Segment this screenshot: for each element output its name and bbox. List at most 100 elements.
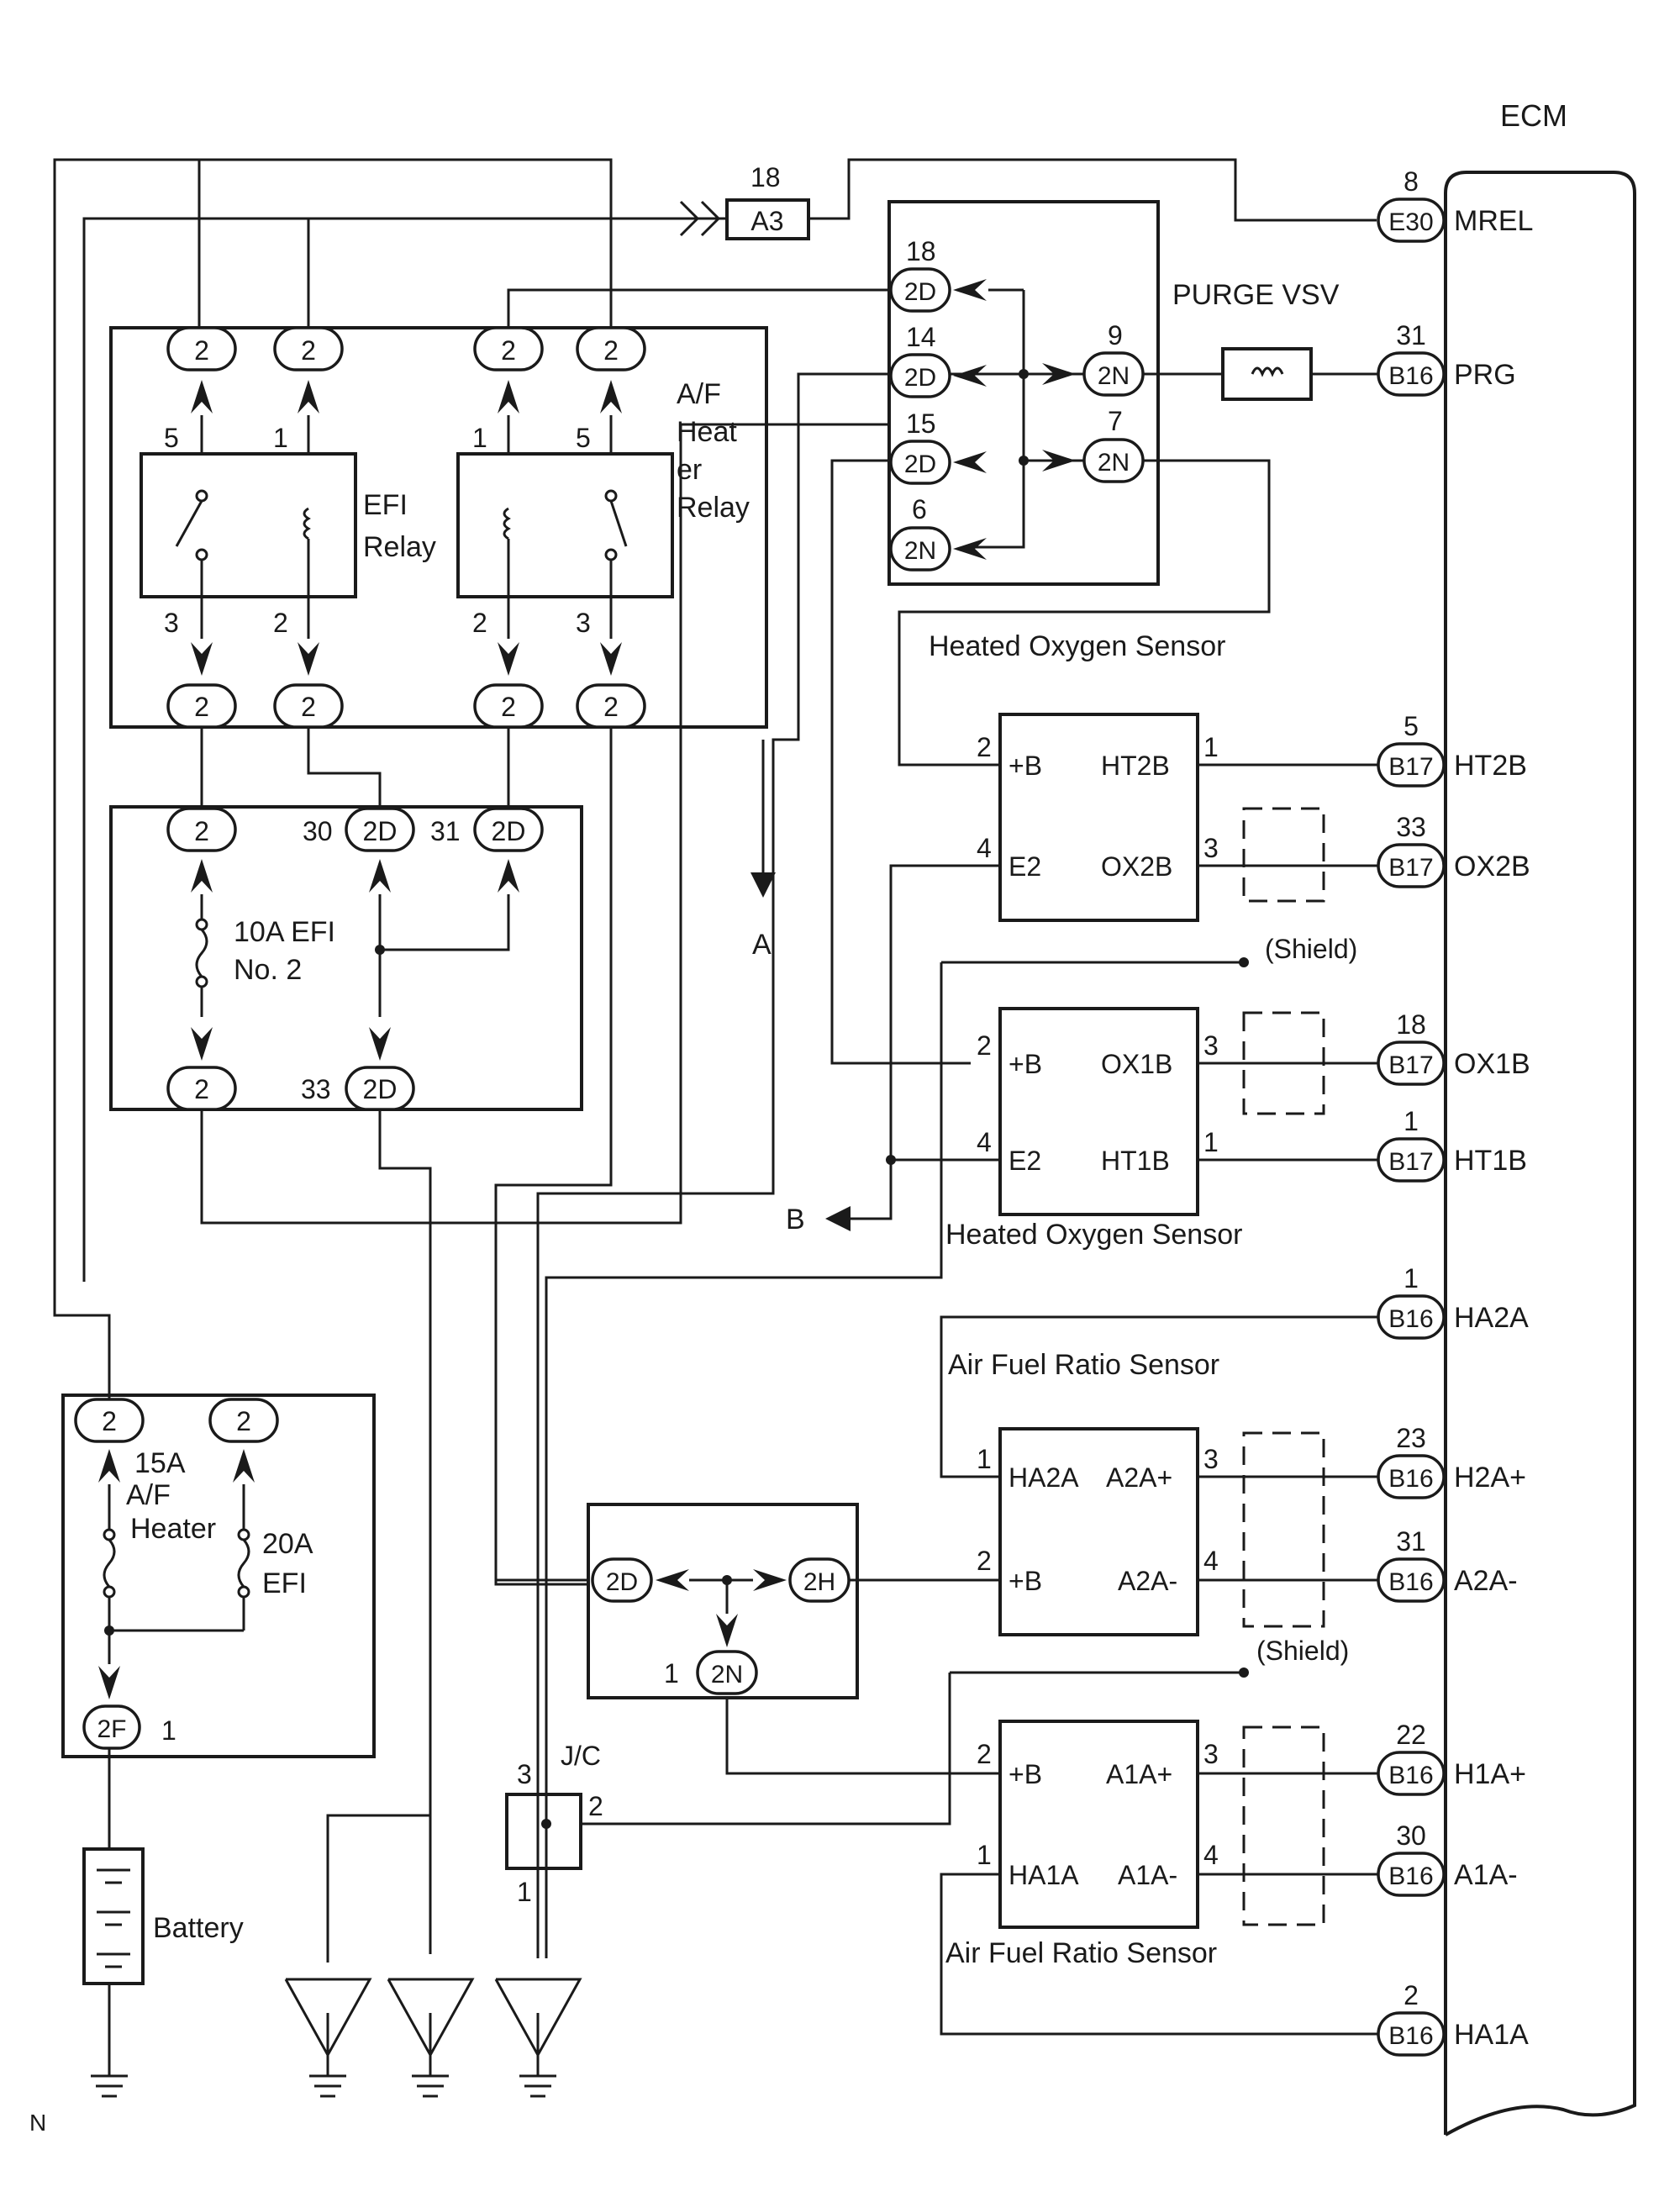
efi2-fuse-label-2: No. 2: [234, 954, 302, 986]
af-sensor-bottom-label: Air Fuel Ratio Sensor: [945, 1937, 1217, 1969]
heated-o2-bottom-label: Heated Oxygen Sensor: [945, 1219, 1242, 1251]
svg-text:2D: 2D: [363, 816, 398, 846]
af-sensor-1: [998, 1720, 1199, 1929]
svg-text:1: 1: [977, 1444, 992, 1474]
ecm-connector-id: B16: [1388, 1568, 1433, 1596]
relay-box: [109, 326, 768, 729]
svg-text:2: 2: [501, 335, 516, 366]
ecm-pin-number: 18: [1396, 1009, 1426, 1040]
ecm-pin-number: 5: [1404, 711, 1419, 741]
jc-label: J/C: [561, 1741, 601, 1771]
svg-text:3: 3: [1203, 1444, 1219, 1474]
pin-6: 6: [912, 494, 927, 524]
svg-text:A1A+: A1A+: [1106, 1759, 1172, 1789]
svg-text:2D: 2D: [904, 364, 936, 392]
ecm-connector-oval: [1377, 1137, 1446, 1183]
svg-text:+B: +B: [1009, 1566, 1042, 1596]
efi-relay-pin-1: 1: [273, 423, 288, 453]
svg-text:2D: 2D: [492, 816, 526, 846]
ecm-pin-number: 33: [1396, 812, 1426, 842]
efi2-fuse-connectors-top: 2 2D 2D: [166, 807, 544, 852]
svg-text:A2A+: A2A+: [1106, 1462, 1172, 1493]
svg-text:2D: 2D: [904, 278, 936, 306]
svg-text:A2A-: A2A-: [1118, 1566, 1177, 1596]
svg-text:3: 3: [1203, 833, 1219, 863]
af-relay-pin-1: 1: [472, 423, 487, 453]
ecm-connector-id: B16: [1388, 1465, 1433, 1493]
af-efi-fuse-box: [61, 1394, 376, 1758]
ecm-terminal-name: HA2A: [1454, 1302, 1529, 1334]
efi-relay-body: [140, 452, 357, 598]
svg-text:2: 2: [603, 335, 619, 366]
ecm-pin-number: 31: [1396, 320, 1426, 350]
shield-box-3: [1242, 1431, 1325, 1628]
ecm-terminal-name: OX1B: [1454, 1048, 1530, 1080]
svg-text:+B: +B: [1009, 1049, 1042, 1079]
ecm-connector-oval: [1377, 198, 1446, 243]
svg-text:2D: 2D: [363, 1074, 398, 1104]
af-fuse-label-3: Heater: [130, 1513, 216, 1545]
svg-text:4: 4: [977, 833, 992, 863]
svg-text:HA2A: HA2A: [1009, 1462, 1079, 1493]
svg-text:2: 2: [977, 1030, 992, 1061]
ecm-connector-id: B16: [1388, 1862, 1433, 1890]
svg-text:4: 4: [1203, 1546, 1219, 1576]
ecm-terminal-name: HT2B: [1454, 750, 1527, 782]
jc-pin-1: 1: [517, 1877, 532, 1907]
svg-text:3: 3: [1203, 1030, 1219, 1061]
purge-vsv: [1221, 347, 1313, 401]
lower-2n-pin: 1: [664, 1658, 679, 1689]
efi-relay-pin-5: 5: [164, 423, 179, 453]
svg-text:HA1A: HA1A: [1009, 1860, 1079, 1890]
wires: [53, 158, 1378, 2068]
af-heater-relay-body: [456, 452, 674, 598]
svg-text:2: 2: [102, 1406, 117, 1436]
pin-31: 31: [430, 816, 461, 846]
ecm-pin-number: 1: [1404, 1263, 1419, 1293]
ecm-terminal-name: H2A+: [1454, 1462, 1526, 1494]
a3-pin: 18: [750, 162, 781, 192]
jc-pin-3: 3: [517, 1759, 532, 1789]
svg-text:1: 1: [1203, 732, 1219, 762]
battery-cells: [97, 1868, 130, 1968]
ecm-connector-id: B17: [1388, 1148, 1433, 1176]
ecm-connector-oval: [1377, 843, 1446, 888]
svg-text:4: 4: [977, 1127, 992, 1157]
ecm-terminal-name: OX2B: [1454, 851, 1530, 882]
svg-text:OX1B: OX1B: [1101, 1049, 1172, 1079]
af-sensor-2: [998, 1427, 1199, 1636]
jbox-connectors-right: 2N 2N: [1082, 351, 1145, 483]
efi-relay-switch: [175, 489, 208, 561]
svg-text:4: 4: [1203, 1840, 1219, 1870]
heated-o2-sensor-2: [998, 713, 1199, 922]
efi-relay-label-1: EFI: [363, 489, 408, 521]
svg-text:2: 2: [301, 692, 316, 722]
jc-pin-2: 2: [588, 1791, 603, 1821]
ecm-connector-oval: [1377, 1751, 1446, 1796]
efi-fuse-label-1: 20A: [262, 1528, 313, 1560]
efi-relay-pin-3: 3: [164, 608, 179, 638]
relay-top-connectors: 2 2 2 2: [166, 326, 646, 371]
efi-relay-label-2: Relay: [363, 531, 436, 563]
ecm-terminal-name: PRG: [1454, 359, 1516, 391]
ecm-connector-id: B16: [1388, 362, 1433, 390]
ecm-connector-id: B17: [1388, 753, 1433, 781]
svg-text:OX2B: OX2B: [1101, 851, 1172, 882]
efi-fuse: [237, 1484, 250, 1631]
efi-relay-coil: [303, 507, 311, 540]
efi-relay-pin-2: 2: [273, 608, 288, 638]
af-heater-fuse: [103, 1484, 116, 1631]
heated-o2-sensor-1: [998, 1007, 1199, 1216]
svg-text:+B: +B: [1009, 1759, 1042, 1789]
svg-text:2: 2: [194, 816, 209, 846]
ecm-pin-number: 30: [1396, 1820, 1426, 1851]
ecm-terminal-name: A1A-: [1454, 1859, 1518, 1891]
svg-text:2N: 2N: [1098, 362, 1130, 390]
svg-text:E2: E2: [1009, 1146, 1041, 1176]
shield-label-2: (Shield): [1256, 1636, 1349, 1666]
